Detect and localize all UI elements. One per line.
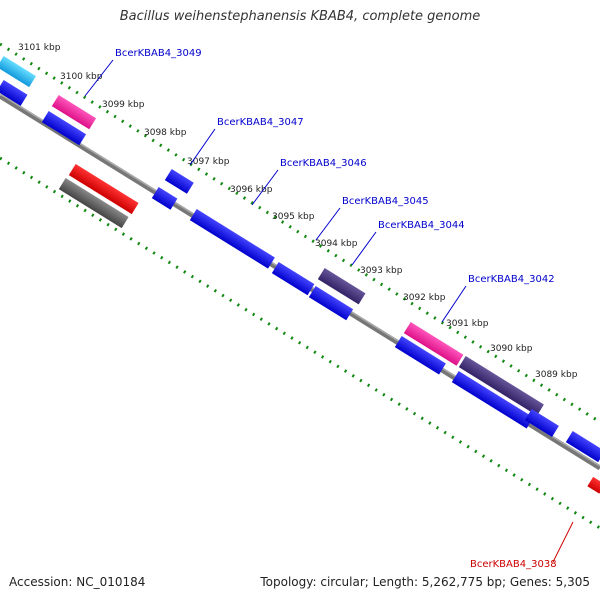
gene-bar [394,336,446,375]
gene-label[interactable]: BcerKBAB4_3047 [217,117,304,128]
gene-label[interactable]: BcerKBAB4_3044 [378,220,465,231]
gene-bar [458,356,544,416]
gene-leader-line [315,207,341,241]
kbp-tick-label: 3091 kbp [446,319,489,329]
gene-leader-line [84,59,114,97]
inner-tick-track [0,156,600,530]
gene-label[interactable]: BcerKBAB4_3038 [470,559,557,570]
map-title: Bacillus weihenstephanensis KBAB4, compl… [119,9,481,24]
kbp-tick-label: 3098 kbp [144,128,187,138]
kbp-tick-label: 3092 kbp [403,293,446,303]
gene-bar [524,409,559,437]
topology-label: Topology: circular; Length: 5,262,775 bp… [260,575,590,589]
gene-bar [0,56,36,88]
gene-bar [451,371,534,429]
gene-label[interactable]: BcerKBAB4_3046 [280,158,367,169]
gene-label[interactable]: BcerKBAB4_3045 [342,196,429,207]
gene-bar [58,178,129,229]
gene-bar [317,268,366,305]
gene-leader-line [441,285,467,323]
gene-bar [189,209,275,269]
gene-bar [403,322,464,366]
kbp-tick-label: 3090 kbp [490,344,533,354]
kbp-tick-label: 3097 kbp [187,157,230,167]
gene-bar [0,80,28,106]
gene-bar [271,262,315,296]
gene-bar [68,164,139,215]
gene-bar [41,111,87,146]
accession-label: Accession: NC_010184 [9,575,146,589]
kbp-tick-label: 3094 kbp [315,239,358,249]
gene-bar [51,95,97,130]
gene-label[interactable]: BcerKBAB4_3049 [115,48,202,59]
gene-bar [587,476,600,494]
gene-leader-line [351,231,377,266]
gene-leader-line [189,128,216,166]
gene-bar [565,431,600,463]
gene-bar [308,286,354,321]
gene-bar [164,169,194,194]
gene-leader-line [552,521,574,563]
kbp-tick-label: 3099 kbp [102,100,145,110]
kbp-tick-label: 3096 kbp [230,185,273,195]
kbp-tick-label: 3100 kbp [60,72,103,82]
kbp-tick-label: 3093 kbp [360,266,403,276]
kbp-tick-label: 3095 kbp [272,212,315,222]
gene-leader-line [251,169,279,206]
kbp-tick-label: 3101 kbp [18,43,61,53]
outer-tick-track [0,42,600,424]
gene-label[interactable]: BcerKBAB4_3042 [468,274,555,285]
kbp-tick-label: 3089 kbp [535,370,578,380]
gene-bar [151,187,178,210]
